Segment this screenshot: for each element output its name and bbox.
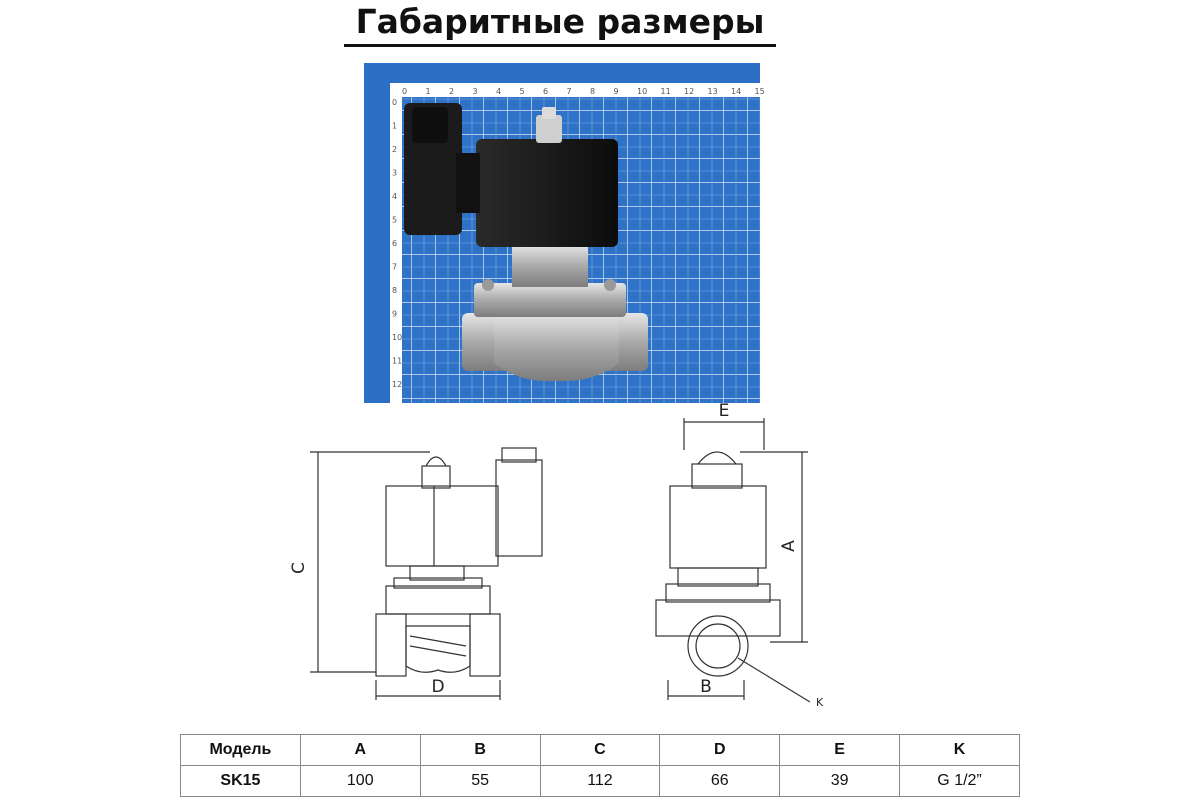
- cell-b: 55: [419, 765, 541, 797]
- ruler-left-label: 9: [392, 310, 397, 319]
- side-view-drawing: E A B K: [620, 400, 840, 724]
- dim-label-k: K: [816, 696, 824, 709]
- ruler-top-label: 2: [449, 87, 454, 96]
- ruler-top-label: 6: [543, 87, 548, 96]
- title-underline: [344, 44, 776, 47]
- ruler-top-label: 14: [731, 87, 741, 96]
- ruler-left-label: 7: [392, 263, 397, 272]
- header-model: Модель: [180, 734, 301, 766]
- cell-e: 39: [779, 765, 901, 797]
- ruler-left-label: 1: [392, 122, 397, 131]
- dim-label-b: B: [700, 677, 712, 697]
- ruler-left-label: 8: [392, 286, 397, 295]
- ruler-left-label: 5: [392, 216, 397, 225]
- page-title: Габаритные размеры: [355, 2, 765, 41]
- ruler-top-label: 15: [755, 87, 765, 96]
- valve-photo: [404, 103, 648, 382]
- header-d: D: [659, 734, 781, 766]
- ruler-top-label: 9: [614, 87, 619, 96]
- dim-label-a: A: [779, 540, 799, 552]
- ruler-left-label: 0: [392, 98, 397, 107]
- left-ruler: [390, 83, 402, 403]
- ruler-top-label: 7: [567, 87, 572, 96]
- header-e: E: [779, 734, 901, 766]
- cell-k: G 1/2”: [899, 765, 1020, 797]
- cell-model: SK15: [180, 765, 301, 797]
- header-a: A: [299, 734, 421, 766]
- dim-label-e: E: [719, 401, 730, 421]
- table-row: SK15 100 55 112 66 39 G 1/2”: [180, 765, 1020, 797]
- ruler-left-label: 3: [392, 169, 397, 178]
- ruler-left-label: 12: [392, 380, 402, 389]
- ruler-left-label: 10: [392, 333, 402, 342]
- dim-label-c: C: [289, 562, 309, 574]
- ruler-left-label: 4: [392, 192, 397, 201]
- cell-a: 100: [299, 765, 421, 797]
- front-view-drawing: C D: [289, 400, 543, 724]
- header-c: C: [539, 734, 661, 766]
- ruler-top-label: 11: [661, 87, 671, 96]
- ruler-top-label: 12: [684, 87, 694, 96]
- ruler-top-label: 13: [708, 87, 718, 96]
- ruler-top-label: 3: [473, 87, 478, 96]
- ruler-top-label: 10: [637, 87, 647, 96]
- ruler-top-label: 5: [520, 87, 525, 96]
- ruler-top-label: 0: [402, 87, 407, 96]
- header-k: K: [899, 734, 1020, 766]
- table-header-row: Модель A B C D E K: [180, 734, 1020, 766]
- dim-label-d: D: [431, 677, 444, 697]
- ruler-top-label: 4: [496, 87, 501, 96]
- ruler-left-label: 11: [392, 357, 402, 366]
- cell-d: 66: [659, 765, 781, 797]
- ruler-top-label: 1: [426, 87, 431, 96]
- top-ruler: [398, 83, 760, 97]
- ruler-left-label: 6: [392, 239, 397, 248]
- ruler-top-label: 8: [590, 87, 595, 96]
- cell-c: 112: [539, 765, 661, 797]
- dimensions-table: Модель A B C D E K SK15 100 55 112 66 39…: [180, 734, 1020, 797]
- header-b: B: [419, 734, 541, 766]
- ruler-left-label: 2: [392, 145, 397, 154]
